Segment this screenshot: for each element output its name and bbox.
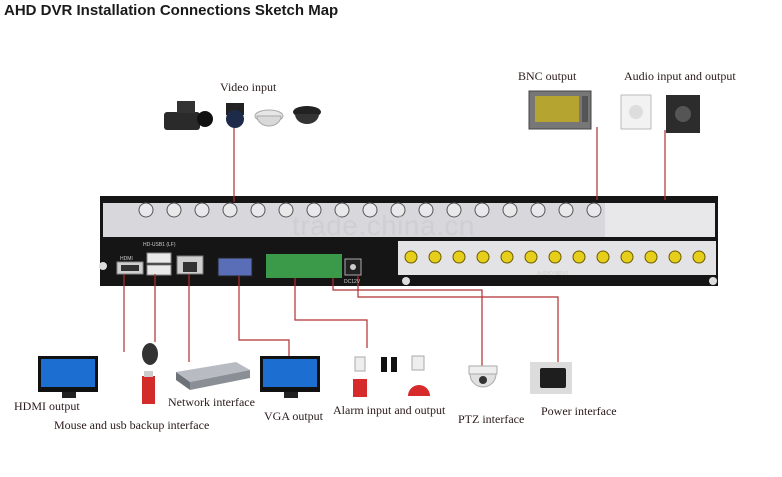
- hdmi-output-label: HDMI output: [14, 399, 80, 413]
- vga-monitor-icon: [260, 356, 320, 398]
- page-title: AHD DVR Installation Connections Sketch …: [4, 2, 339, 19]
- alarm-sensor-icon: [353, 355, 425, 397]
- bnc-output-label: BNC output: [518, 69, 577, 83]
- ceiling-camera-icon: [293, 106, 321, 124]
- video-input-bnc-row: [138, 202, 602, 218]
- alarm-io-label: Alarm input and output: [333, 403, 446, 417]
- dc-port-label: DC12V: [344, 279, 361, 285]
- hdmi-monitor-icon: [38, 356, 98, 398]
- siren-icon: [408, 385, 430, 396]
- audio-input-bnc-row: [404, 250, 706, 264]
- usb-drive-icon: [142, 371, 155, 404]
- bnc-monitor-icon: [528, 90, 592, 130]
- connection-lines: [123, 126, 666, 372]
- network-interface-label: Network interface: [168, 395, 255, 409]
- dome-camera-icon: [226, 103, 244, 128]
- speaker-icon: [620, 94, 700, 133]
- audio-io-label: Audio input and output: [624, 69, 736, 83]
- watermark: trade.china.cn: [292, 210, 475, 241]
- usb-port-label: HD-USB1 (LF): [143, 242, 176, 248]
- power-interface-label: Power interface: [541, 404, 617, 418]
- ptz-interface-label: PTZ interface: [458, 412, 525, 426]
- speed-dome-icon: [254, 109, 284, 127]
- network-switch-icon: [176, 362, 250, 390]
- mouse-icon: [142, 343, 158, 365]
- ptz-camera-icon: [468, 365, 498, 388]
- hdmi-port-label: HDMI: [120, 256, 133, 262]
- camcorder-icon: [164, 101, 213, 130]
- power-adapter-icon: [530, 362, 572, 394]
- mouse-usb-label: Mouse and usb backup interface: [54, 418, 210, 432]
- video-input-label: Video input: [220, 80, 277, 94]
- vga-output-label: VGA output: [264, 409, 324, 423]
- dvr-back-panel: [99, 196, 718, 286]
- audio-input-panel-label: AUDIO INPUT: [537, 271, 570, 277]
